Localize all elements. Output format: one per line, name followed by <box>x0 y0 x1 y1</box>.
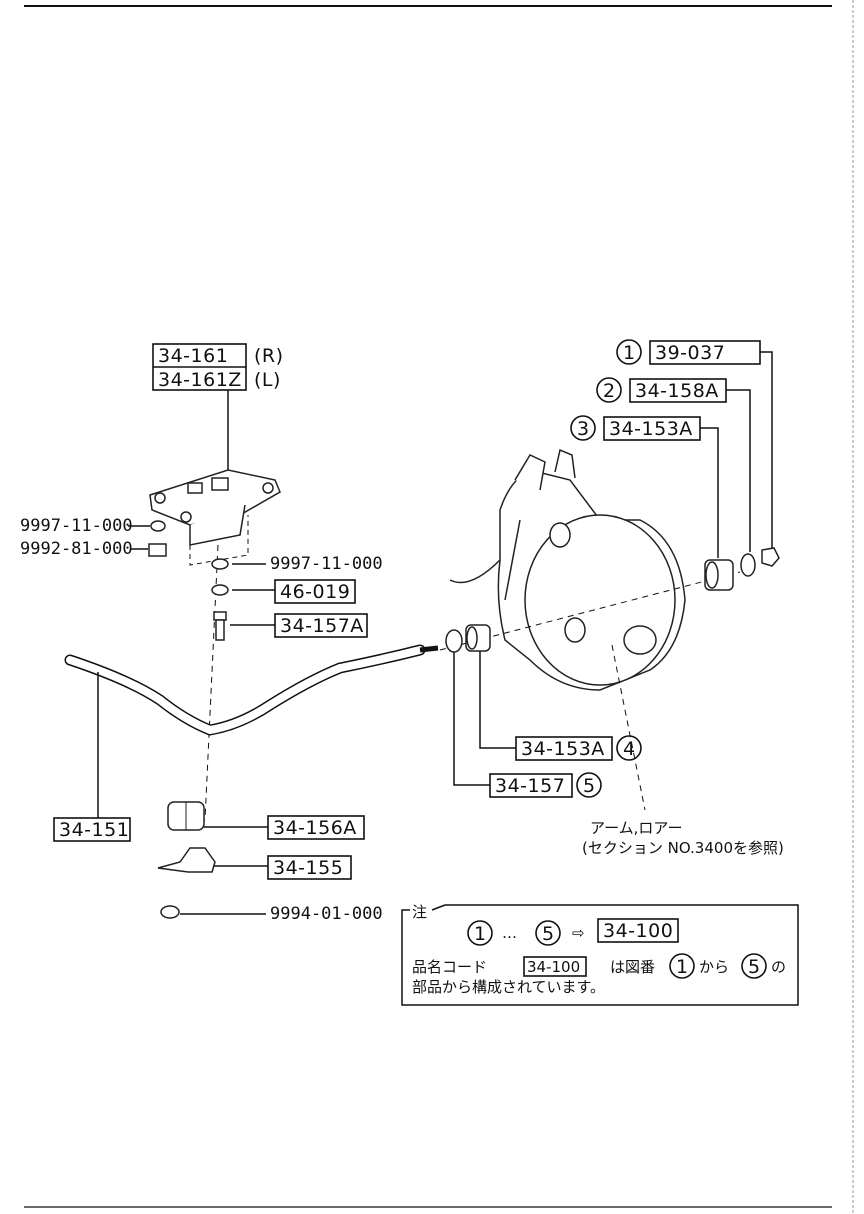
note-assembly-box <box>597 918 679 943</box>
washer-a-label: 9997-11-000 <box>20 516 133 536</box>
washer-b-label: 9997-11-000 <box>270 554 383 574</box>
note-inline-code-box <box>523 956 587 977</box>
note-assembly-code: 34-100 <box>603 920 673 942</box>
bushing-lower-code: 34-156A <box>273 817 357 839</box>
washer-item2-drawing <box>740 553 756 577</box>
lower-bushing-drawing <box>167 801 205 831</box>
item4-num: 4 <box>623 738 636 760</box>
axis-line-right <box>439 571 741 651</box>
bushing-item4-drawing <box>465 624 491 652</box>
clamp-drawing <box>157 847 216 873</box>
bolt-code: 34-157A <box>280 615 364 637</box>
note-to-num: 5 <box>748 956 761 978</box>
item5-box <box>489 773 573 798</box>
item5-circle <box>576 772 602 798</box>
item4-circle <box>616 735 642 761</box>
washer-c-drawing <box>211 584 229 596</box>
washer-c-code: 46-019 <box>280 581 350 603</box>
bar-code: 34-151 <box>59 819 129 841</box>
item3-code: 34-153A <box>609 418 693 440</box>
bushing-item3-drawing <box>704 559 734 591</box>
bracket-r-code: 34-161 <box>158 345 228 367</box>
note-to-circle <box>741 953 767 979</box>
lower-arm-ref-line2: (セクション NO.3400を参照) <box>582 839 784 857</box>
item2-num: 2 <box>603 380 616 402</box>
washer-item5-drawing <box>445 629 463 653</box>
note-range-dots: … <box>502 924 517 942</box>
item1-circle <box>616 339 642 365</box>
lower-arm-ref-line1: アーム,ロアー <box>590 819 683 837</box>
nut-item1-drawing <box>761 547 780 567</box>
clamp-code: 34-155 <box>273 857 343 879</box>
washer-c-box <box>274 579 356 604</box>
note-title: 注 <box>412 903 427 921</box>
note-range-to: 5 <box>542 923 555 945</box>
bolt-drawing <box>213 611 227 641</box>
nut-lower-label: 9994-01-000 <box>270 904 383 924</box>
item3-circle <box>570 415 596 441</box>
note-range-from-circle <box>467 920 493 946</box>
item4-box <box>515 736 613 761</box>
note-text4: の <box>771 958 786 976</box>
stabilizer-bar-drawing <box>64 644 439 736</box>
note-range-to-circle <box>535 920 561 946</box>
note-inline-code: 34-100 <box>527 958 580 976</box>
item3-num: 3 <box>577 418 590 440</box>
bolt-box <box>274 613 368 638</box>
note-text1: 品名コード <box>412 958 487 976</box>
bracket-l-side: (L) <box>254 369 281 391</box>
item2-circle <box>596 377 622 403</box>
nut-lower-drawing <box>160 905 180 919</box>
note-arrow: ⇨ <box>572 924 585 942</box>
item5-code: 34-157 <box>495 775 565 797</box>
note-text2: は図番 <box>610 958 655 976</box>
mounting-bracket-drawing <box>149 469 281 546</box>
clamp-box <box>267 855 352 880</box>
nut-a-label: 9992-81-000 <box>20 539 133 559</box>
bar-box <box>53 817 131 842</box>
note-from-circle <box>669 953 695 979</box>
note-from-num: 1 <box>676 956 689 978</box>
bracket-r-side: (R) <box>254 345 284 367</box>
bracket-l-code: 34-161Z <box>158 369 242 391</box>
note-box: 注 1 … 5 ⇨ 34-100 品名コード 34-100 は図番 1 から 5… <box>401 903 799 1006</box>
item5-num: 5 <box>583 775 596 797</box>
nut-a-drawing <box>148 543 167 557</box>
knuckle-assembly-drawing <box>449 448 686 691</box>
note-text3: から <box>699 958 729 976</box>
bushing-lower-box <box>267 815 365 840</box>
item1-code: 39-037 <box>655 342 725 364</box>
item1-num: 1 <box>623 342 636 364</box>
note-text5: 部品から構成されています。 <box>412 978 605 996</box>
note-range-from: 1 <box>474 923 487 945</box>
item2-code: 34-158A <box>635 380 719 402</box>
item4-code: 34-153A <box>521 738 605 760</box>
washer-a-drawing <box>150 520 166 532</box>
washer-b-drawing <box>211 558 229 570</box>
